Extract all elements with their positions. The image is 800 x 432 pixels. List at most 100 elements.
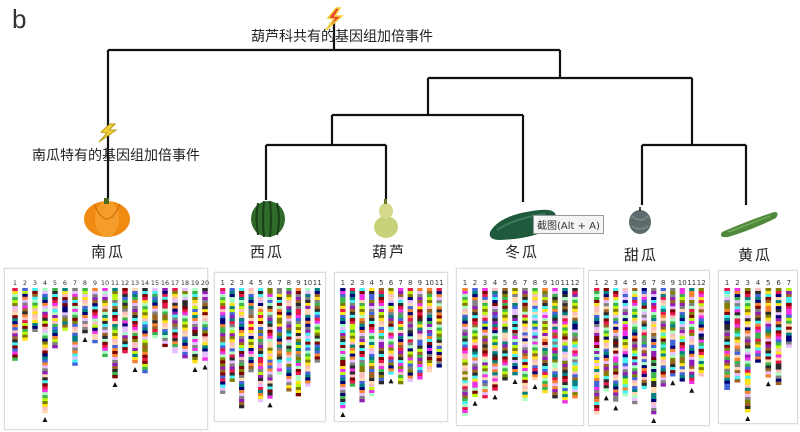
chromosome-band: [12, 297, 18, 301]
chromosome-band: [248, 297, 254, 301]
chromosome-band: [698, 309, 704, 313]
chromosome-band: [52, 288, 58, 292]
chromosome-number-label: 8: [83, 279, 87, 287]
chromosome-band: [257, 306, 264, 310]
chromosome-band: [744, 321, 751, 325]
chromosome-band: [462, 398, 468, 402]
chromosome-band: [72, 305, 78, 310]
chromosome-band: [532, 302, 538, 307]
chromosome-band: [388, 344, 394, 348]
chromosome-band: [295, 354, 301, 358]
chromosome-band: [532, 332, 538, 336]
chromosome-band: [286, 330, 292, 334]
chromosome-band: [349, 350, 356, 354]
chromosome-band: [378, 360, 385, 364]
chromosome-band: [698, 288, 704, 292]
chromosome-band: [295, 360, 301, 364]
chromosome-band: [42, 377, 48, 381]
chromosome-band: [698, 324, 704, 328]
chromosome-band: [192, 294, 198, 298]
chromosome-band: [378, 315, 385, 319]
chromosome-band: [122, 329, 128, 333]
chromosome-band: [755, 288, 761, 292]
chromosome-band: [679, 288, 685, 292]
chromosome-band: [572, 374, 578, 378]
chromosome-number-label: 17: [171, 279, 179, 287]
chromosome-band: [698, 315, 704, 319]
chromosome-band: [660, 380, 666, 384]
chromosome-band: [276, 323, 283, 328]
chromosome-band: [112, 345, 118, 349]
chromosome-number-label: 4: [623, 279, 628, 287]
chromosome-band: [42, 362, 48, 366]
chromosome-band: [603, 315, 609, 319]
chromosome-band: [594, 357, 600, 361]
chromosome-band: [603, 318, 609, 322]
chromosome-band: [734, 376, 741, 380]
chromosome-band: [397, 375, 404, 379]
chromosome-band: [257, 309, 264, 313]
chromosome-band: [562, 339, 568, 343]
chromosome-band: [734, 324, 741, 328]
chromosome-band: [462, 410, 468, 414]
chromosome-band: [305, 341, 311, 345]
chromosome-band: [295, 393, 301, 397]
chromosome-band: [689, 299, 695, 304]
chromosome-band: [122, 288, 128, 292]
chromosome-band: [122, 317, 128, 321]
chromosome-band: [248, 357, 254, 361]
chromosome-band: [426, 288, 433, 292]
chromosome-band: [286, 382, 292, 386]
chromosome-number-label: 13: [131, 279, 139, 287]
chromosome-band: [472, 360, 478, 364]
chromosome-band: [248, 318, 254, 322]
chromosome-band: [229, 300, 235, 304]
chromosome-band: [492, 297, 498, 301]
chromosome-band: [132, 327, 138, 331]
chromosome-band: [132, 306, 138, 310]
chromosome-band: [472, 369, 478, 373]
lightning-icon-pumpkin: [98, 123, 118, 143]
chromosome-number-label: 3: [239, 279, 243, 287]
chromosome-band: [42, 317, 48, 322]
chromosome-band: [388, 359, 394, 363]
chromosome-band: [132, 291, 138, 295]
chromosome-band: [314, 344, 320, 348]
chromosome-band: [202, 300, 208, 304]
chromosome-band: [202, 339, 208, 343]
chromosome-band: [603, 300, 609, 304]
chromosome-band: [220, 306, 226, 310]
chromosome-band: [765, 359, 772, 363]
chromosome-band: [552, 362, 558, 366]
chromosome-band: [562, 315, 568, 319]
chromosome-band: [755, 296, 761, 301]
chromosome-band: [388, 356, 394, 360]
chromosome-band: [202, 303, 208, 307]
chromosome-band: [572, 329, 578, 333]
chromosome-band: [492, 327, 498, 331]
chromosome-band: [112, 327, 118, 331]
chromosome-band: [698, 345, 704, 350]
chromosome-band: [220, 354, 226, 358]
chromosome-band: [594, 411, 600, 415]
chromosome-band: [369, 381, 375, 385]
chromosome-band: [632, 288, 638, 292]
chromosome-band: [679, 300, 685, 304]
chromosome-band: [482, 293, 488, 298]
chromosome-band: [349, 371, 356, 375]
chromosome-band: [22, 325, 28, 330]
chromosome-band: [248, 327, 254, 331]
chromosome-band: [359, 345, 365, 349]
chromosome-band: [734, 288, 741, 292]
chromosome-band: [12, 357, 18, 361]
chromosome-band: [744, 393, 751, 398]
chromosome-band: [552, 332, 558, 336]
chromosome-band: [112, 291, 118, 295]
chromosome-band: [689, 377, 695, 382]
chromosome-band: [482, 296, 488, 301]
chromosome-band: [378, 303, 385, 307]
chromosome-band: [305, 290, 311, 295]
chromosome-band: [482, 350, 488, 354]
chromosome-band: [359, 312, 365, 316]
chromosome-band: [613, 314, 619, 319]
